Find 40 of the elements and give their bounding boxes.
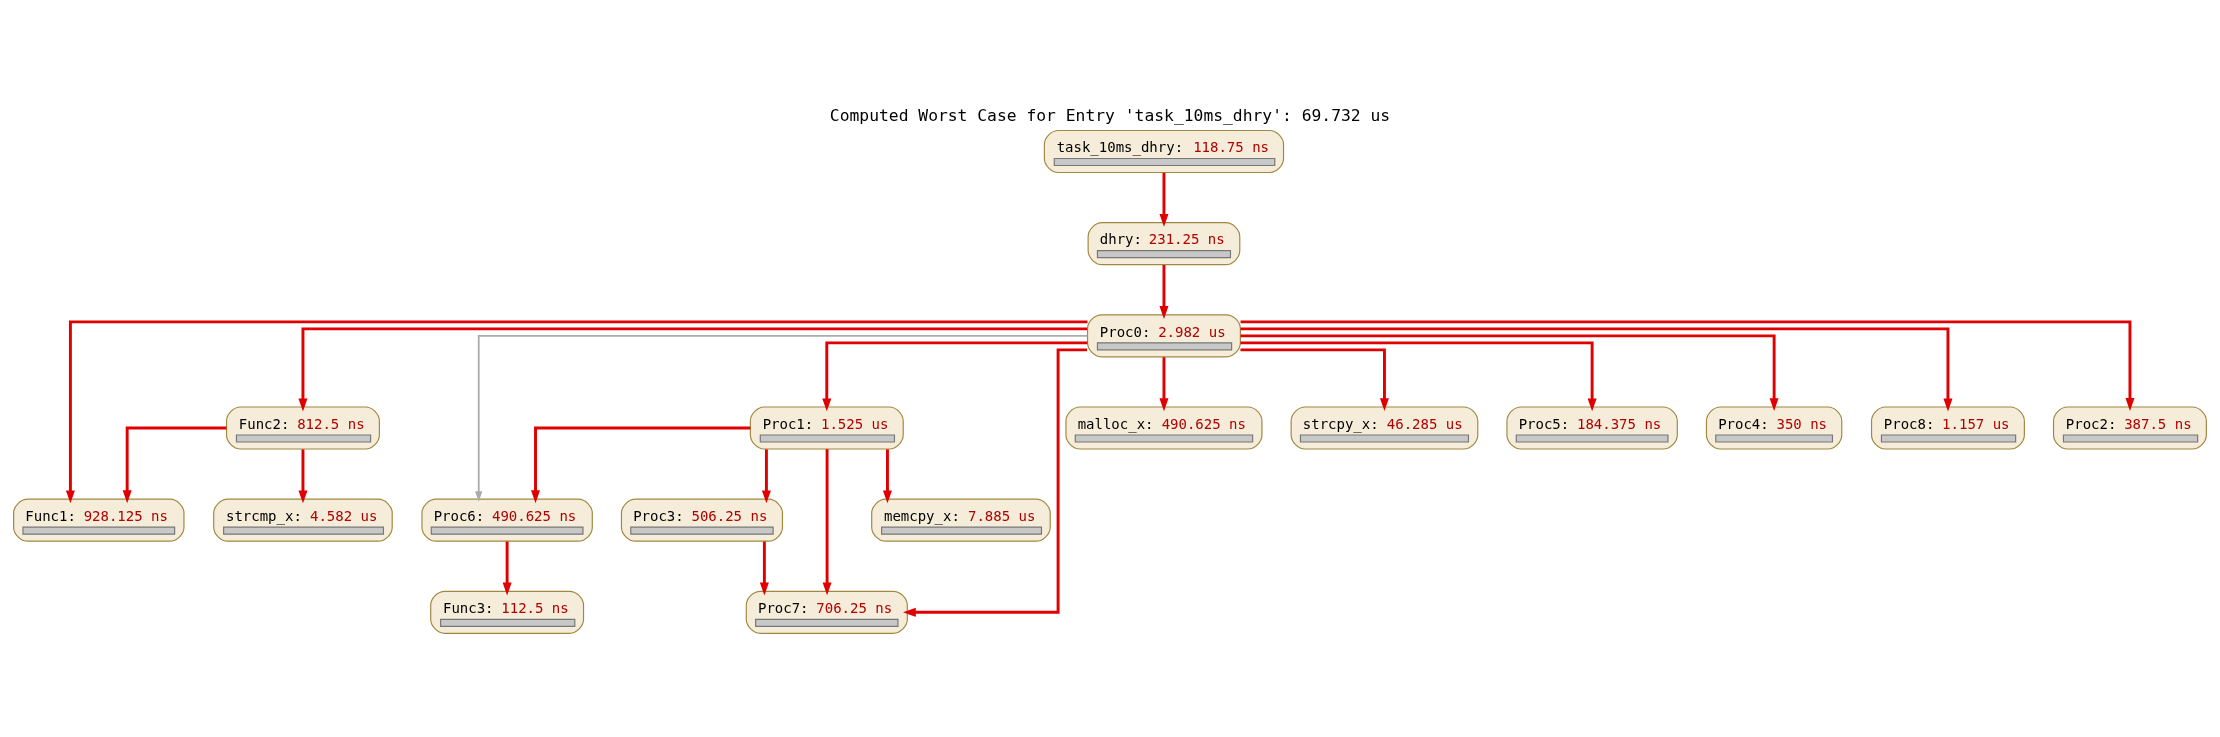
arrow	[822, 341, 1088, 412]
node-box: strcpy_x: 46.285 us	[1290, 406, 1479, 450]
node-box: memcpy_x: 7.885 us	[871, 498, 1051, 542]
arrow	[1240, 334, 1779, 412]
node-box: malloc_x: 490.625 ns	[1065, 406, 1263, 450]
arrow	[122, 426, 227, 504]
node-box: task_10ms_dhry: 118.75 ns	[1043, 129, 1285, 174]
node-box: Func1: 928.125 ns	[13, 498, 185, 542]
arrow	[882, 449, 892, 504]
node-box: dhry: 231.25 ns	[1087, 222, 1241, 266]
arrow	[1159, 172, 1169, 227]
node-box: Func2: 812.5 ns	[225, 406, 380, 450]
arrow	[1240, 348, 1389, 412]
arrow	[1159, 357, 1169, 412]
arrow	[1240, 341, 1597, 412]
node-box: Proc4: 350 ns	[1705, 406, 1843, 450]
arrow	[475, 334, 1089, 502]
arrow	[1240, 327, 1953, 412]
arrow	[902, 348, 1087, 617]
diagram-title: Computed Worst Case for Entry 'task_10ms_dhry': 69.732 us	[829, 106, 1391, 126]
node-box: Proc3: 506.25 ns	[620, 498, 784, 542]
arrow	[822, 449, 832, 596]
arrow	[1240, 320, 2135, 411]
node-box: Proc7: 706.25 ns	[745, 590, 908, 634]
node-box: Proc8: 1.157 us	[1870, 406, 2025, 450]
node-box: strcmp_x: 4.582 us	[213, 498, 393, 542]
node-box: Proc2: 387.5 ns	[2052, 406, 2207, 450]
arrow	[761, 449, 771, 504]
node-box: Func3: 112.5 ns	[430, 590, 585, 634]
arrow	[298, 327, 1088, 412]
arrow	[65, 320, 1088, 504]
arrow	[298, 449, 308, 504]
node-box: Proc6: 490.625 ns	[421, 498, 593, 542]
node-box: Proc0: 2.982 us	[1086, 314, 1241, 358]
arrow	[1159, 265, 1169, 319]
node-box: Proc5: 184.375 ns	[1506, 406, 1678, 450]
node-box: Proc1: 1.525 us	[749, 406, 904, 450]
arrow	[759, 541, 769, 596]
arrow	[502, 541, 512, 596]
arrow	[531, 426, 751, 504]
